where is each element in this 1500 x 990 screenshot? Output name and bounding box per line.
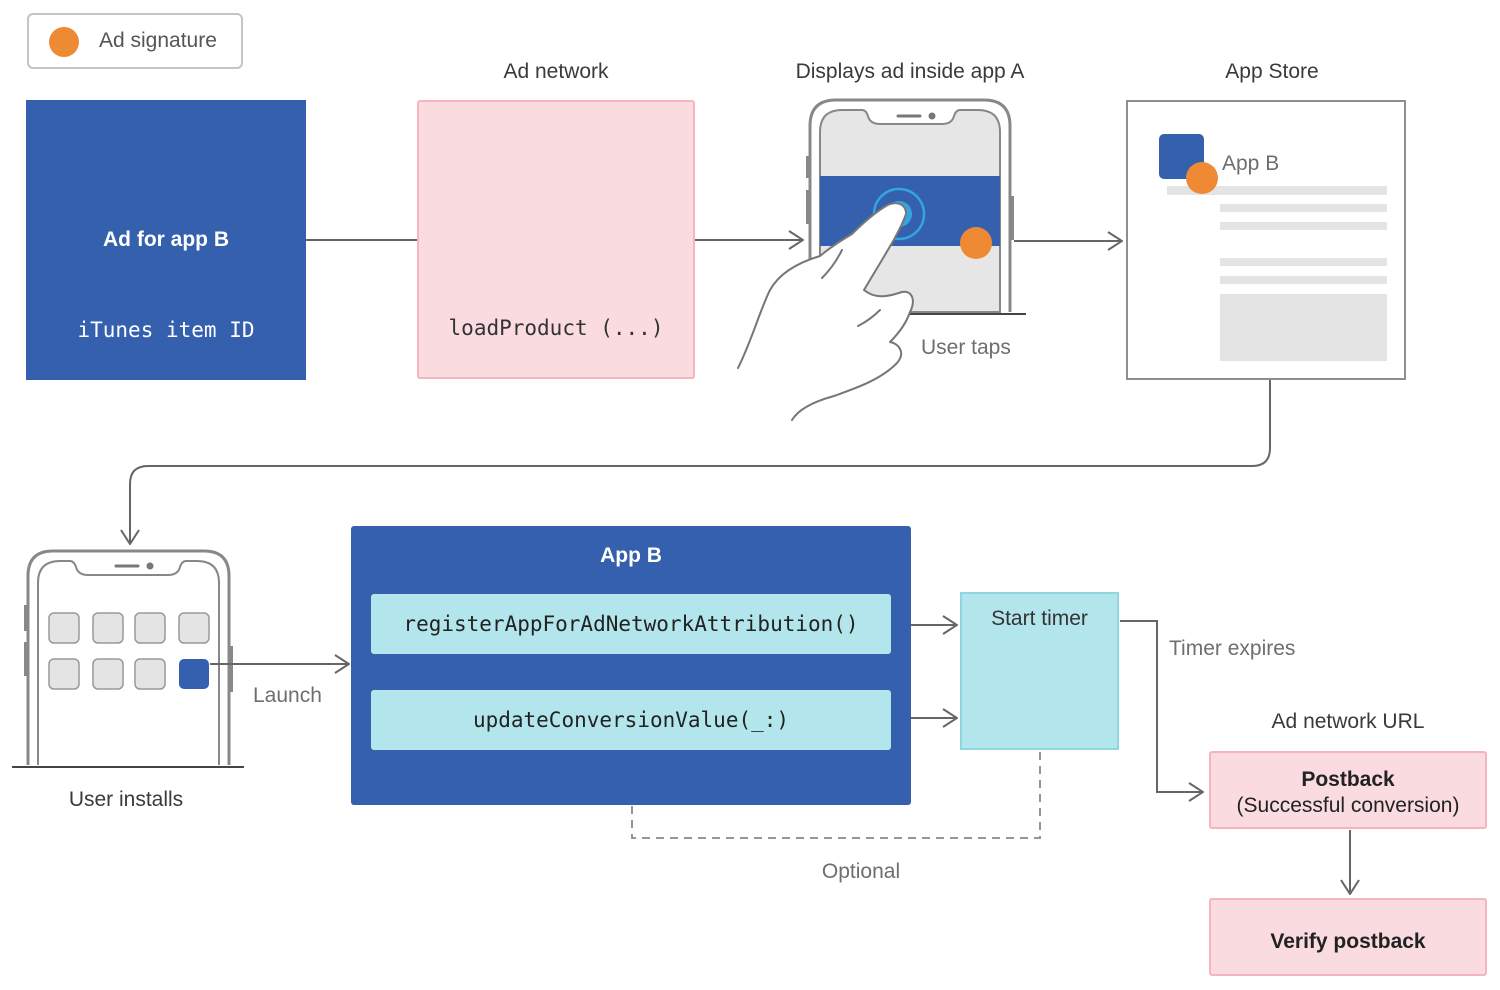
ad-network-box: loadProduct (...) xyxy=(417,100,695,379)
user-installs-caption: User installs xyxy=(68,788,184,811)
verify-postback-box: Verify postback xyxy=(1209,898,1487,976)
timer-expires-label: Timer expires xyxy=(1169,637,1296,660)
register-call-bar: registerAppForAdNetworkAttribution() xyxy=(371,594,891,654)
ad-network-heading: Ad network xyxy=(503,60,609,83)
start-timer-label: Start timer xyxy=(991,607,1088,630)
postback-subtitle: (Successful conversion) xyxy=(1236,794,1460,817)
ad-network-code: loadProduct (...) xyxy=(448,316,664,340)
phone-app-a xyxy=(780,98,1026,315)
app-b-box: App B registerAppForAdNetworkAttribution… xyxy=(351,526,911,805)
app-store-page xyxy=(1126,100,1406,380)
ad-box: Ad for app B iTunes item ID xyxy=(26,100,306,380)
arrow-timer-to-postback xyxy=(1120,620,1203,792)
launch-label: Launch xyxy=(253,684,322,707)
hand-icon xyxy=(737,202,914,421)
app-b-home-icon xyxy=(179,659,209,689)
ad-signature-dot-store xyxy=(1186,162,1218,194)
timer-box: Start timer xyxy=(960,592,1119,750)
ad-network-url-heading: Ad network URL xyxy=(1271,710,1425,733)
arrow-store-to-install xyxy=(130,380,1271,544)
phone-install xyxy=(12,549,244,768)
app-store-heading: App Store xyxy=(1225,60,1319,83)
postback-title: Postback xyxy=(1301,768,1395,791)
legend-label: Ad signature xyxy=(99,29,217,52)
update-call-bar: updateConversionValue(_:) xyxy=(371,690,891,750)
legend: Ad signature xyxy=(27,13,243,69)
ad-box-item-id: iTunes item ID xyxy=(77,318,255,342)
user-taps-caption: User taps xyxy=(921,336,1011,359)
app-store-app-name: App B xyxy=(1222,152,1280,175)
verify-postback-label: Verify postback xyxy=(1270,930,1426,953)
ad-box-title: Ad for app B xyxy=(103,228,229,251)
ad-signature-dot-banner xyxy=(960,227,992,259)
display-heading: Displays ad inside app A xyxy=(795,60,1025,83)
postback-box: Postback (Successful conversion) xyxy=(1209,751,1487,829)
app-b-title: App B xyxy=(600,544,662,567)
ad-signature-dot xyxy=(49,27,79,57)
optional-label: Optional xyxy=(821,860,901,883)
